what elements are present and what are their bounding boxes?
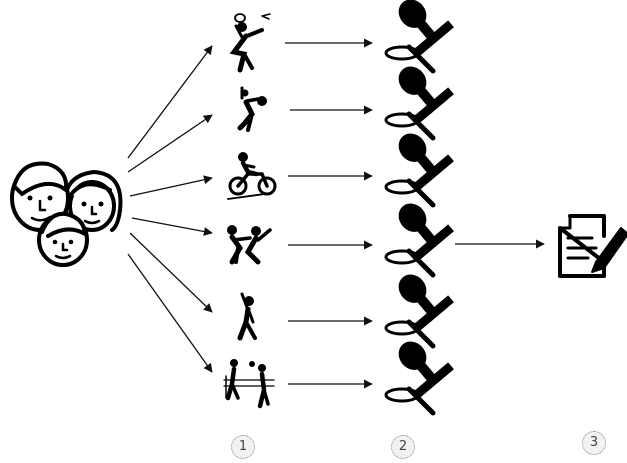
child-face: [37, 211, 89, 267]
volleyball-icon: [237, 86, 267, 132]
volleyball-net-icon: [223, 359, 275, 409]
stamp-column: [385, 0, 454, 413]
approval-arrows: [285, 38, 373, 389]
stretching-icon: [237, 292, 257, 341]
arrow-to-judo: [131, 217, 213, 236]
step-badge-3: 3: [582, 431, 606, 455]
signed-document-icon: [558, 214, 627, 278]
rubber-stamp-icon: [385, 262, 454, 346]
motorbike-icon: [227, 152, 277, 200]
rubber-stamp-icon: [385, 329, 454, 413]
step-badge-2: 2: [391, 435, 415, 459]
rubber-stamp-icon: [385, 121, 454, 205]
family-icon: [10, 161, 123, 267]
woman-face: [63, 170, 123, 232]
arrow-to-volleyball-net: [127, 253, 213, 373]
judo-icon: [227, 225, 272, 265]
rubber-stamp-icon: [385, 191, 454, 275]
arrow-to-motorbike: [129, 175, 213, 197]
arrow-to-badminton: [127, 45, 213, 159]
arrow-to-volleyball: [127, 114, 213, 173]
arrow-to-stretching: [129, 232, 213, 313]
rubber-stamp-icon: [385, 54, 454, 138]
fanout-arrows: [127, 45, 213, 373]
rubber-stamp-icon: [385, 0, 454, 71]
badminton-icon: [229, 13, 271, 73]
step-badge-1: 1: [231, 435, 255, 459]
